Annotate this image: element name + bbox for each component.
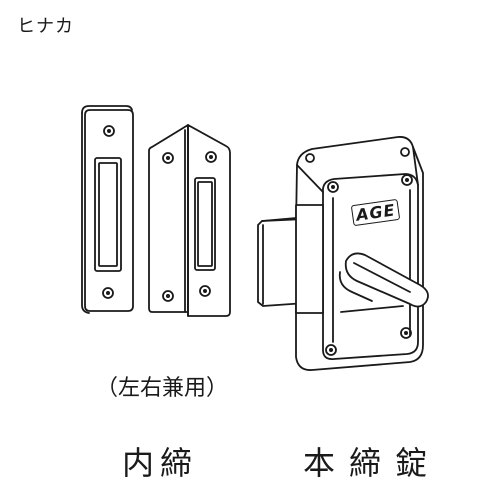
header-title: ヒナカ bbox=[17, 16, 74, 37]
rim-lock-body-icon bbox=[257, 136, 429, 371]
main-lock-label: 本締錠 bbox=[303, 444, 442, 482]
flat-strike-plate-icon bbox=[81, 105, 134, 314]
usage-note: （左右兼用） bbox=[96, 376, 229, 401]
angled-strike-plate-icon bbox=[148, 124, 231, 317]
inner-strike-label: 内締 bbox=[122, 444, 199, 482]
